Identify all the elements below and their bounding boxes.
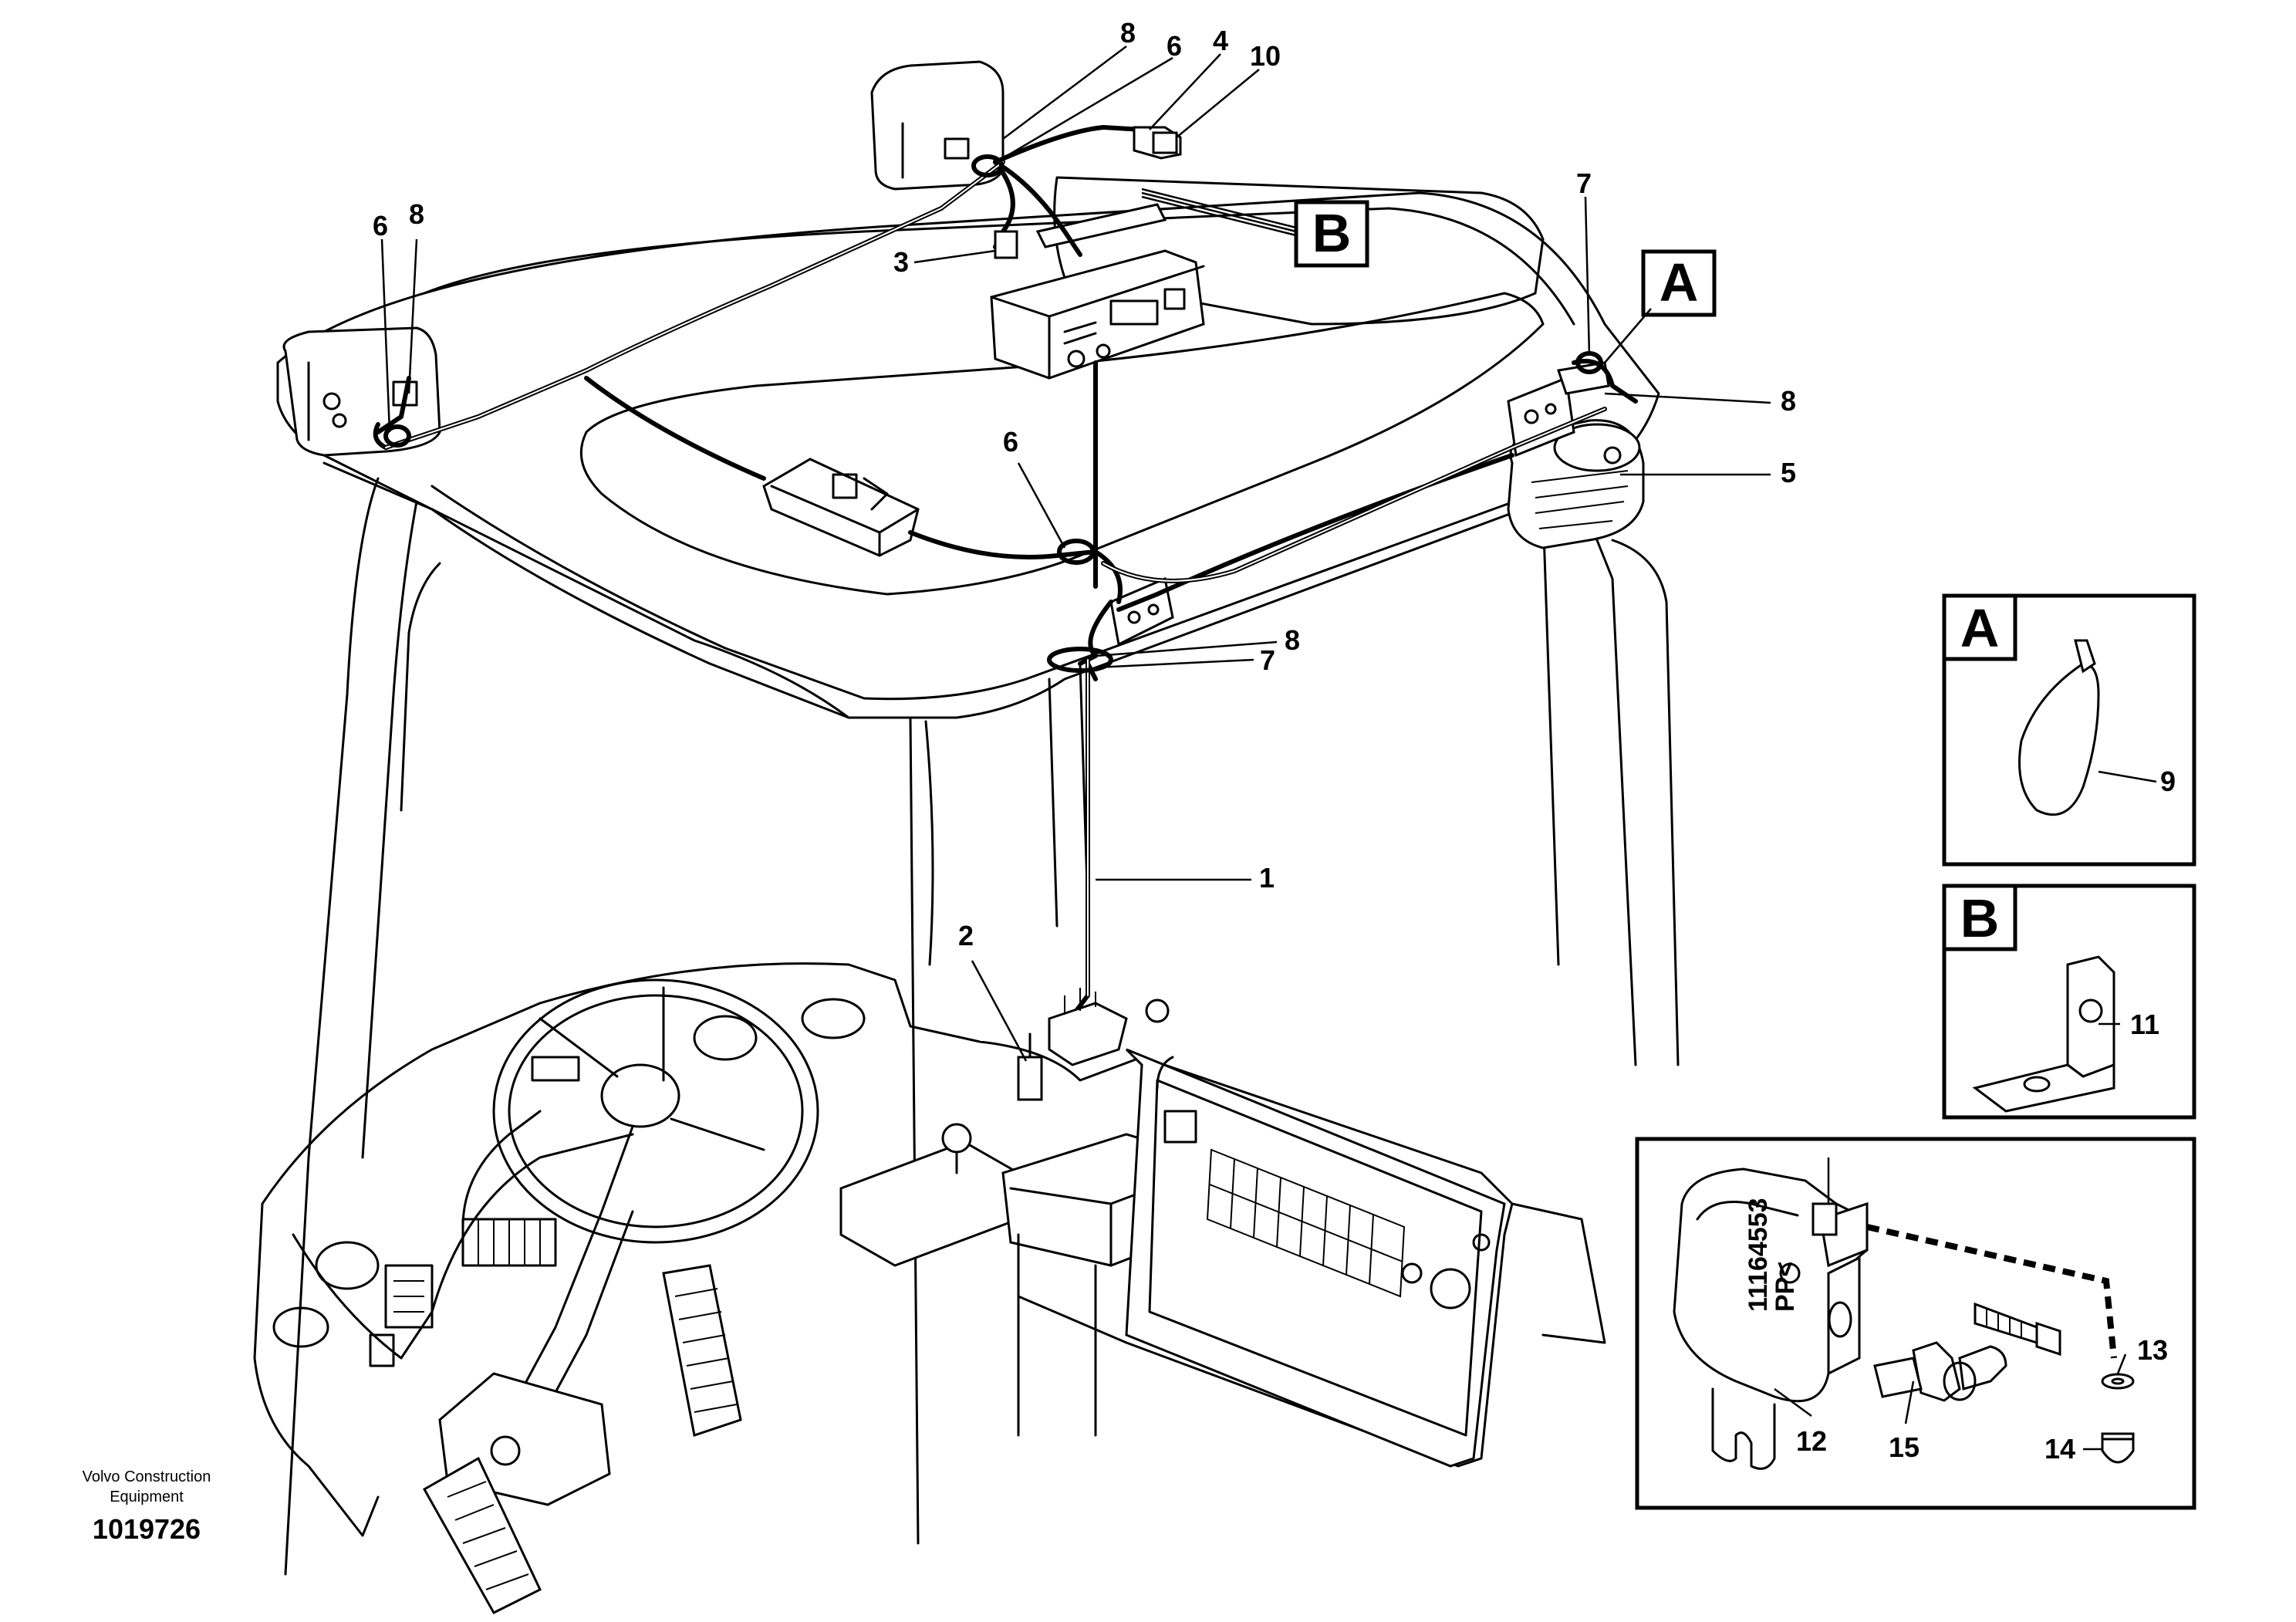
fuse-area bbox=[1048, 988, 1170, 1066]
radio-plug bbox=[994, 230, 1018, 259]
callout-15: 15 bbox=[1889, 1431, 1920, 1463]
work-light-right bbox=[870, 60, 1004, 191]
door-switch bbox=[1873, 1341, 2007, 1402]
callout-8-right: 8 bbox=[1781, 385, 1796, 417]
callout-8-top: 8 bbox=[1120, 17, 1136, 49]
footer: Volvo Construction Equipment 1019726 bbox=[83, 1468, 211, 1545]
callout-14: 14 bbox=[2044, 1433, 2075, 1465]
bracket-stamp-line2: PP< bbox=[1771, 1262, 1800, 1312]
relay-box bbox=[762, 458, 920, 557]
callout-12: 12 bbox=[1796, 1425, 1827, 1457]
callout-5: 5 bbox=[1781, 457, 1796, 488]
callout-11: 11 bbox=[2130, 1009, 2159, 1040]
figure-number: 1019726 bbox=[93, 1513, 201, 1545]
detail-box-switch: 11164553 PP< bbox=[1635, 1137, 2196, 1510]
dashed-connection bbox=[1866, 1224, 2117, 1359]
switch-grid bbox=[1206, 1148, 1406, 1298]
cable-tie bbox=[2018, 639, 2100, 816]
detail-ref-a-label: A bbox=[1660, 252, 1699, 313]
callout-7-center: 7 bbox=[1260, 644, 1275, 676]
leader-lines bbox=[380, 46, 2157, 1451]
detail-box-a: A bbox=[1942, 593, 2196, 867]
callout-8-left: 8 bbox=[409, 198, 424, 230]
detail-ref-a: A bbox=[1604, 249, 1717, 363]
detail-box-b-label: B bbox=[1960, 888, 2000, 948]
callout-1: 1 bbox=[1259, 862, 1275, 894]
cab-pillars bbox=[284, 477, 1680, 1576]
callout-10: 10 bbox=[1250, 40, 1281, 72]
brake-pedal bbox=[422, 1456, 542, 1614]
callout-6-center: 6 bbox=[1003, 426, 1018, 458]
angle-bracket bbox=[1972, 955, 2115, 1113]
callout-3: 3 bbox=[893, 246, 909, 278]
detail-box-a-label: A bbox=[1960, 598, 2000, 658]
bracket-stamp-line1: 11164553 bbox=[1744, 1198, 1773, 1312]
callout-6-left: 6 bbox=[373, 210, 388, 242]
detail-ref-b: B bbox=[1141, 188, 1369, 268]
callout-8-center: 8 bbox=[1285, 624, 1300, 656]
callout-6-top: 6 bbox=[1167, 30, 1182, 62]
callout-13: 13 bbox=[2137, 1334, 2168, 1366]
bolt bbox=[1974, 1302, 2061, 1357]
detail-box-b: B bbox=[1942, 884, 2196, 1120]
company-name-line2: Equipment bbox=[110, 1489, 184, 1505]
accelerator-pedal bbox=[662, 1264, 742, 1437]
interference-suppressor bbox=[1507, 419, 1645, 549]
callout-4: 4 bbox=[1213, 25, 1228, 56]
callout-2: 2 bbox=[958, 920, 974, 951]
company-name-line1: Volvo Construction bbox=[83, 1468, 211, 1485]
callout-7-right: 7 bbox=[1576, 167, 1592, 199]
washer bbox=[2101, 1373, 2135, 1390]
cab-roof bbox=[276, 176, 1660, 719]
door-switch-bracket: 11164553 PP< bbox=[1673, 1168, 1869, 1470]
detail-ref-b-label: B bbox=[1312, 203, 1352, 263]
callout-9: 9 bbox=[2160, 765, 2176, 797]
wiring-harness bbox=[373, 125, 1638, 1029]
cap-nut bbox=[2101, 1432, 2135, 1464]
antenna-connector bbox=[1133, 126, 1182, 160]
connector-2 bbox=[1017, 1032, 1043, 1101]
callout-labels: 8 6 4 10 3 6 8 6 7 8 5 8 7 1 2 9 11 12 1… bbox=[373, 17, 2176, 1465]
steering-wheel bbox=[492, 978, 819, 1437]
side-control-panel bbox=[1125, 1048, 1606, 1468]
